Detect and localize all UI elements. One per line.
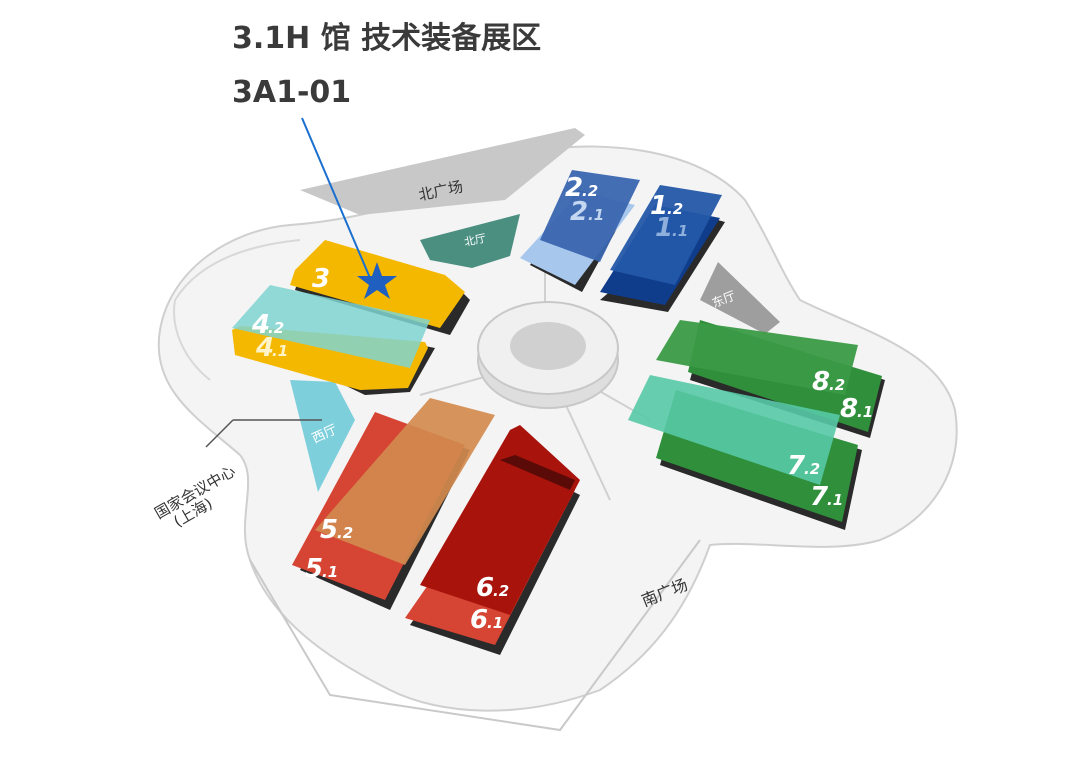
hall-6[interactable]: 6 .2 6 .1 (405, 425, 580, 655)
hall-6-1-number: 6 (470, 605, 488, 635)
west-lobby: 西厅 (205, 380, 355, 492)
north-lobby: 北厅 (420, 214, 520, 268)
hall-2-2-sub: .2 (582, 182, 598, 200)
hall-6-2-sub: .2 (493, 582, 509, 600)
hall-8-2-sub: .2 (829, 376, 845, 394)
hall-5-1-number: 5 (305, 554, 323, 584)
hall-5-2-sub: .2 (337, 524, 353, 542)
hall-7-1-number: 7 (810, 482, 829, 512)
hall-7-2-number: 7 (787, 451, 806, 481)
hall-2-1-sub: .1 (588, 206, 604, 224)
hall-2[interactable]: 2 .2 2 .1 (520, 170, 640, 292)
hall-4-1-sub: .1 (272, 342, 288, 360)
hall-1-2-number: 1 (650, 191, 668, 221)
hall-7-1-sub: .1 (827, 491, 843, 509)
hall-5-2-number: 5 (320, 515, 338, 545)
hall-1-1-sub: .1 (672, 222, 688, 240)
hall-8[interactable]: 8 .2 8 .1 (656, 320, 885, 438)
hall-1-1-number: 1 (655, 213, 673, 243)
hall-2-1-number: 2 (570, 197, 588, 227)
hall-7[interactable]: 7 .2 7 .1 (628, 375, 862, 530)
booth-star-icon (357, 262, 397, 299)
hall-1-2-sub: .2 (667, 200, 683, 218)
hall-4-1-number: 4 (255, 333, 274, 363)
hall-4-2-number: 4 (251, 310, 270, 340)
hall-7-2-sub: .2 (804, 460, 820, 478)
hall-5-1-sub: .1 (322, 563, 338, 581)
hall-8-1-number: 8 (840, 394, 858, 424)
central-ring (477, 301, 619, 409)
hall-5[interactable]: 5 .2 5 .1 (292, 398, 495, 610)
booth-pointer-line (301, 117, 371, 279)
north-plaza: 北广场 (300, 128, 585, 215)
hall-8-1-sub: .1 (857, 403, 873, 421)
hall-1[interactable]: 1 .2 1 .1 (600, 185, 725, 312)
hall-title: 3.1H 馆 技术装备展区 (232, 21, 542, 56)
north-lobby-label: 北厅 (463, 232, 487, 249)
hall-3-number: 3 (312, 264, 330, 294)
hall-8-2-number: 8 (812, 367, 830, 397)
hall-2-2-number: 2 (565, 173, 583, 203)
booth-code: 3A1-01 (232, 75, 352, 110)
hall-6-2-number: 6 (476, 573, 494, 603)
hall-6-1-sub: .1 (487, 614, 503, 632)
hall-4-2-sub: .2 (268, 319, 284, 337)
venue-label: 国家会议中心 (上海) (152, 462, 239, 531)
east-lobby: 东厅 (700, 262, 780, 334)
